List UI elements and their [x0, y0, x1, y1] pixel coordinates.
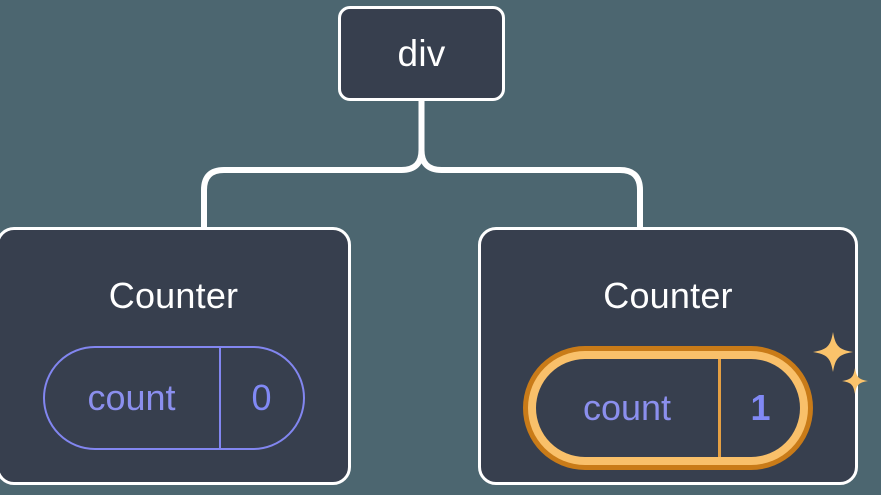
node-div-label: div — [397, 33, 446, 74]
state-key-right: count — [582, 387, 672, 428]
state-pill-right-wrapper: count 1 — [523, 332, 868, 470]
node-counter-right[interactable]: Counter count 1 — [478, 227, 868, 485]
state-key-left: count — [87, 377, 176, 418]
state-pill-left-wrapper: count 0 — [42, 346, 305, 450]
node-counter-left[interactable]: Counter count 0 — [0, 227, 351, 485]
edge-root-to-left-counter — [201, 98, 425, 233]
state-pill-right[interactable]: count 1 — [536, 359, 800, 457]
state-pill-left[interactable]: count 0 — [42, 346, 305, 450]
sparkles-group — [813, 332, 868, 394]
state-value-right: 1 — [718, 359, 800, 457]
state-pill-right-inner-ring: count 1 — [528, 351, 808, 465]
node-counter-left-title: Counter — [108, 275, 239, 316]
node-div[interactable]: div — [338, 6, 505, 101]
state-pill-right-highlight-ring: count 1 — [523, 346, 813, 470]
state-value-left: 0 — [218, 348, 303, 448]
edge-root-to-right-counter — [418, 98, 643, 233]
sparkle-icon-small — [842, 368, 868, 394]
node-counter-right-title: Counter — [603, 275, 733, 316]
sparkle-icon-large — [813, 332, 853, 372]
